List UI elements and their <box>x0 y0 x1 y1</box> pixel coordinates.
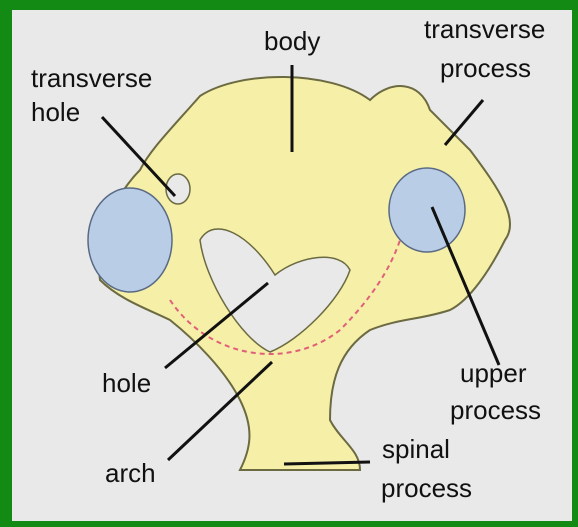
label-transverse-hole-1: transverse <box>31 63 152 94</box>
label-transverse-process-2: process <box>440 53 531 84</box>
left-facet <box>88 188 172 292</box>
spinal-process-pointer <box>284 462 370 464</box>
right-facet <box>389 168 465 252</box>
label-upper-process-2: process <box>450 395 541 426</box>
label-upper-process-1: upper <box>460 358 527 389</box>
label-transverse-process-1: transverse <box>424 14 545 45</box>
transverse-process-pointer <box>445 100 483 145</box>
label-arch: arch <box>105 458 156 489</box>
label-spinal-process-1: spinal <box>382 434 450 465</box>
label-transverse-hole-2: hole <box>31 97 80 128</box>
label-body: body <box>264 26 320 57</box>
label-spinal-process-2: process <box>381 473 472 504</box>
label-hole: hole <box>102 368 151 399</box>
